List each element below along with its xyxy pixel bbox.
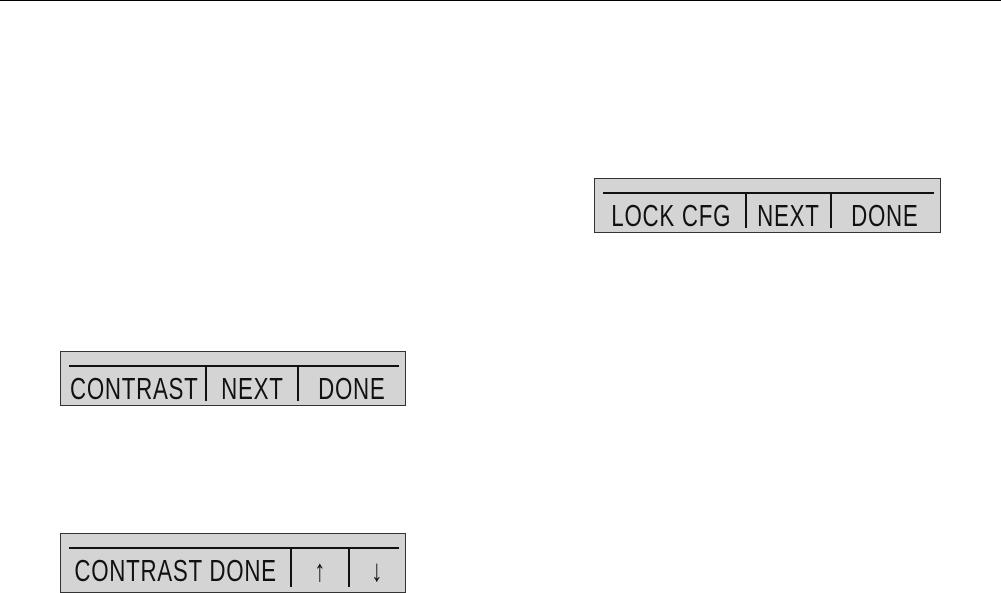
- softkey-done[interactable]: DONE: [832, 194, 938, 232]
- softkey-contrast-done[interactable]: CONTRAST DONE: [63, 549, 289, 587]
- arrow-up-icon: ↑: [314, 555, 326, 586]
- header-rule: [0, 0, 1001, 1]
- softkey-label: LOCK CFG: [611, 200, 731, 231]
- softkey-label: CONTRAST DONE: [75, 555, 277, 586]
- softkey-next[interactable]: NEXT: [747, 194, 830, 232]
- lcd-softkey-panel-lock-cfg: LOCK CFG NEXT DONE: [594, 178, 941, 233]
- softkey-contrast[interactable]: CONTRAST: [63, 367, 205, 405]
- softkey-label: CONTRAST: [70, 373, 199, 404]
- softkey-down-arrow[interactable]: ↓: [350, 549, 405, 587]
- softkey-label: DONE: [318, 373, 385, 404]
- softkey-label: NEXT: [757, 200, 819, 231]
- lcd-softkey-panel-contrast: CONTRAST NEXT DONE: [60, 351, 406, 406]
- softkey-lock-cfg[interactable]: LOCK CFG: [597, 194, 745, 232]
- softkey-label: DONE: [851, 200, 918, 231]
- arrow-down-icon: ↓: [372, 555, 384, 586]
- softkey-up-arrow[interactable]: ↑: [292, 549, 348, 587]
- lcd-softkey-panel-contrast-adjust: CONTRAST DONE ↑ ↓: [60, 533, 406, 593]
- softkey-label: NEXT: [221, 373, 283, 404]
- softkey-done[interactable]: DONE: [299, 367, 405, 405]
- softkey-next[interactable]: NEXT: [207, 367, 297, 405]
